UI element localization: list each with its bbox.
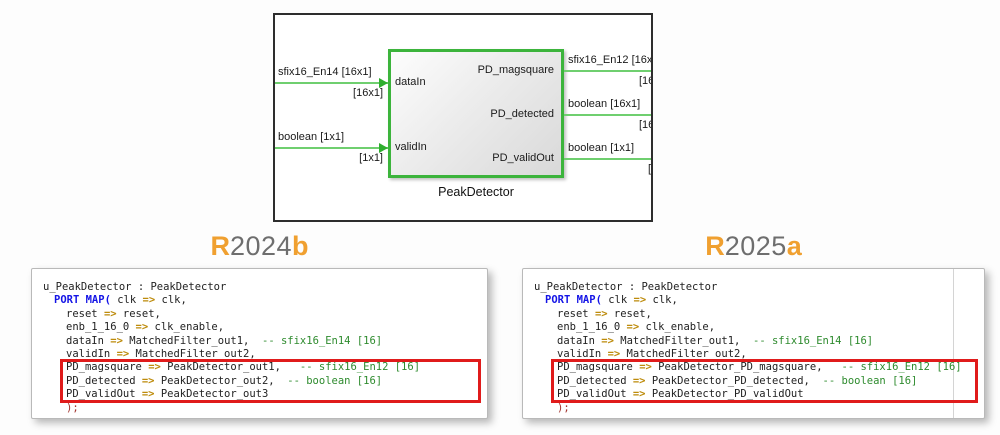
output-port-name: PD_magsquare bbox=[477, 64, 554, 76]
code-line: enb_1_16_0 => clk_enable, bbox=[557, 321, 716, 334]
input-signal-label: boolean [1x1] bbox=[278, 131, 345, 143]
title-year: 2024 bbox=[229, 231, 293, 261]
output-signal-label: boolean [1x1] bbox=[568, 142, 635, 154]
output-signal-label: sfix16_En12 [16x1] bbox=[568, 54, 653, 66]
code-line: validIn => MatchedFilter_out2, bbox=[557, 348, 747, 361]
release-title-r2025a: R2025a bbox=[522, 228, 985, 264]
code-line: u_PeakDetector : PeakDetector bbox=[534, 281, 718, 293]
output-port-name: PD_validOut bbox=[492, 152, 554, 164]
code-line: PORT MAP( clk => clk, bbox=[54, 294, 187, 307]
input-wire bbox=[275, 147, 388, 149]
code-line: dataIn => MatchedFilter_out1, -- sfix16_… bbox=[557, 334, 874, 347]
output-dims-label: [16x1] bbox=[639, 75, 653, 87]
output-port-name: PD_detected bbox=[490, 108, 554, 120]
output-wire bbox=[564, 70, 651, 72]
code-line: validIn => MatchedFilter_out2, bbox=[66, 348, 256, 361]
code-line: PORT MAP( clk => clk, bbox=[545, 294, 678, 307]
output-wire bbox=[564, 158, 651, 160]
code-line: reset => reset, bbox=[66, 307, 161, 320]
code-line: enb_1_16_0 => clk_enable, bbox=[66, 321, 225, 334]
title-suffix: a bbox=[786, 231, 802, 261]
input-wire bbox=[275, 82, 388, 84]
output-wire bbox=[564, 114, 651, 116]
panel-divider bbox=[953, 269, 954, 418]
code-line: PD_magsquare => PeakDetector_out1, -- sf… bbox=[66, 361, 421, 374]
code-line: PD_detected => PeakDetector_out2, -- boo… bbox=[66, 374, 383, 387]
code-line: dataIn => MatchedFilter_out1, -- sfix16_… bbox=[66, 334, 383, 347]
input-arrow-icon bbox=[379, 78, 388, 88]
title-suffix: b bbox=[292, 231, 309, 261]
input-signal-label: sfix16_En14 [16x1] bbox=[278, 66, 372, 78]
input-dims-label: [1x1] bbox=[359, 152, 383, 164]
input-port-name: validIn bbox=[395, 141, 427, 153]
code-line: ); bbox=[66, 401, 79, 414]
simulink-diagram: PeakDetector sfix16_En14 [16x1] [16x1] dat… bbox=[273, 13, 653, 222]
peakdetector-block[interactable] bbox=[388, 49, 564, 178]
output-dims-label: [1x1] bbox=[648, 163, 652, 175]
input-arrow-icon bbox=[379, 143, 388, 153]
output-signal-label: boolean [16x1] bbox=[568, 98, 641, 110]
code-line: u_PeakDetector : PeakDetector bbox=[43, 281, 227, 293]
code-line: reset => reset, bbox=[557, 307, 652, 320]
code-line: PD_detected => PeakDetector_PD_detected,… bbox=[557, 374, 918, 387]
code-line: PD_validOut => PeakDetector_out3 bbox=[66, 388, 269, 401]
code-line: ); bbox=[557, 401, 570, 414]
output-dims-label: [16x1] bbox=[639, 119, 653, 131]
input-dims-label: [16x1] bbox=[353, 87, 383, 99]
title-prefix: R bbox=[210, 231, 230, 261]
release-title-r2024b: R2024b bbox=[31, 228, 488, 264]
title-year: 2025 bbox=[724, 231, 787, 261]
input-port-name: dataIn bbox=[395, 76, 426, 88]
block-caption: PeakDetector bbox=[438, 185, 514, 199]
code-line: PD_validOut => PeakDetector_PD_validOut bbox=[557, 388, 804, 401]
code-line: PD_magsquare => PeakDetector_PD_magsquar… bbox=[557, 361, 962, 374]
title-prefix: R bbox=[705, 231, 725, 261]
